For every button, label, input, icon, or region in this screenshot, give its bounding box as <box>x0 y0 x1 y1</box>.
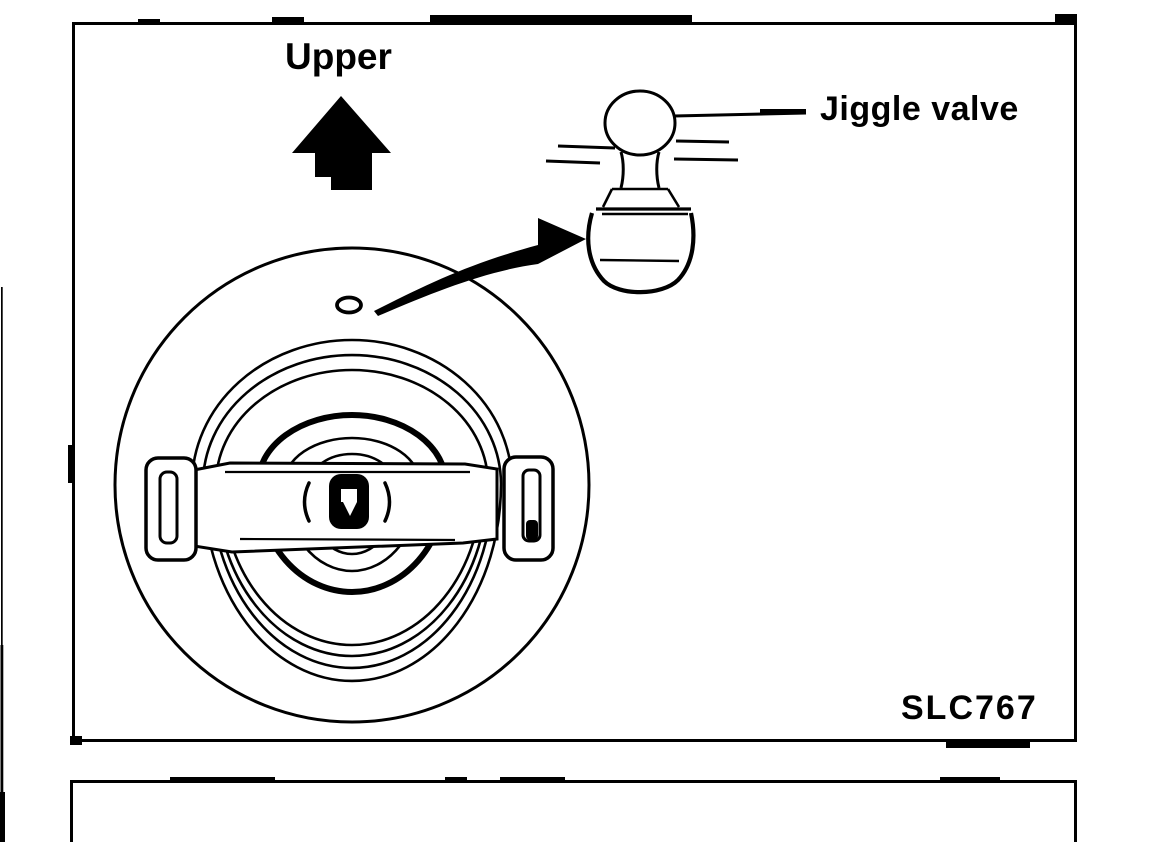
up-arrow-icon <box>292 96 391 190</box>
thermostat-outer-flange <box>113 246 591 724</box>
jiggle-valve-hole <box>335 295 363 315</box>
upper-label: Upper <box>285 36 392 77</box>
pointer-arrow-icon <box>374 218 586 316</box>
figure-code-label: SLC767 <box>901 689 1038 727</box>
jiggle-valve-label: Jiggle valve <box>820 90 1019 128</box>
jiggle-valve-ball <box>603 89 677 157</box>
jiggle-valve-leader-line <box>673 109 807 118</box>
page-edge-line <box>0 287 5 842</box>
bridge-right-bracket <box>502 455 555 562</box>
valve-dome <box>586 212 696 295</box>
bridge-left-bracket <box>144 456 198 562</box>
figure-box-border <box>68 14 1077 748</box>
thermostat-center-pin <box>302 474 392 529</box>
housing-section-lines <box>545 139 739 165</box>
thermostat-top-view <box>113 246 591 724</box>
second-figure-box <box>70 777 1077 842</box>
jiggle-valve-detail <box>545 89 739 295</box>
